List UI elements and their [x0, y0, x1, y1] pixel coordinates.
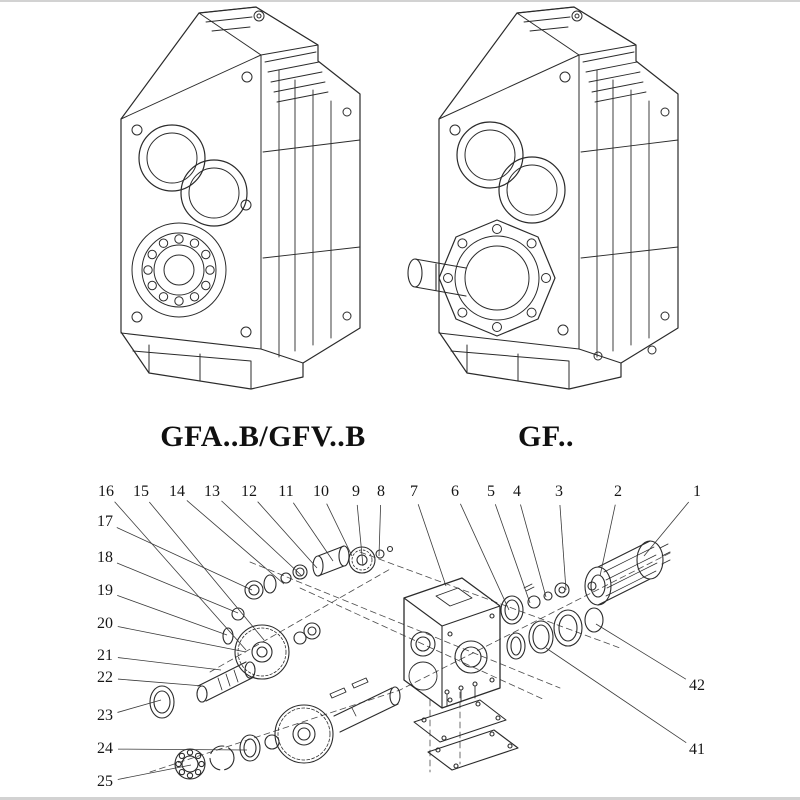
- leader-line-20: [117, 626, 247, 653]
- callout-leader-lines: [114, 500, 690, 780]
- output-flange-drawing: [438, 219, 556, 337]
- leader-line-16: [114, 501, 247, 651]
- assembly-axis-lines: [149, 551, 673, 773]
- leader-line-12: [257, 501, 318, 569]
- model-label-gf: GF..: [518, 420, 574, 453]
- page-edge-bottom: [0, 797, 800, 800]
- shim-rings-drawing: [506, 607, 604, 660]
- leader-line-24: [117, 748, 248, 751]
- gear-housing-drawing: [403, 577, 501, 709]
- gearbox-drawing-gfab-gfvb: [120, 6, 361, 390]
- leader-line-1: [643, 501, 690, 557]
- model-label-gfab-gfvb: GFA..B/GFV..B: [160, 420, 366, 453]
- leader-line-15: [149, 501, 265, 641]
- leader-line-8: [378, 504, 381, 557]
- leader-line-7: [417, 504, 447, 587]
- output-bearing-drawing: [131, 222, 227, 318]
- output-shaft-parts-drawing: [174, 677, 401, 780]
- page-edge-top: [0, 0, 800, 2]
- leader-line-22: [117, 678, 204, 687]
- leader-line-23: [117, 699, 162, 713]
- leader-line-3: [559, 504, 567, 591]
- exploded-view-drawing: [149, 540, 673, 780]
- leader-line-6: [460, 503, 510, 611]
- leader-line-11: [292, 502, 334, 562]
- gearbox-drawing-gf: [407, 6, 679, 390]
- leader-line-10: [326, 503, 353, 557]
- motor-drawing: [584, 540, 671, 606]
- leader-line-42: [595, 623, 687, 680]
- motor-coupling-parts-drawing: [500, 582, 570, 625]
- leader-line-9: [356, 504, 364, 567]
- leader-line-13: [221, 500, 303, 577]
- leader-line-25: [117, 764, 192, 780]
- leader-line-14: [186, 500, 285, 585]
- leader-line-5: [494, 504, 531, 604]
- cover-plates-drawing: [413, 681, 519, 771]
- leader-line-4: [520, 504, 547, 598]
- leader-line-2: [599, 504, 616, 577]
- leader-line-21: [117, 657, 222, 671]
- output-shaft-drawing: [407, 258, 467, 297]
- intermediate-gear-parts-drawing: [149, 607, 321, 719]
- input-shaft-parts-drawing: [244, 545, 394, 600]
- leader-line-41: [545, 647, 687, 744]
- leader-line-17: [116, 527, 253, 591]
- leader-line-18: [116, 562, 239, 614]
- leader-line-19: [117, 595, 228, 636]
